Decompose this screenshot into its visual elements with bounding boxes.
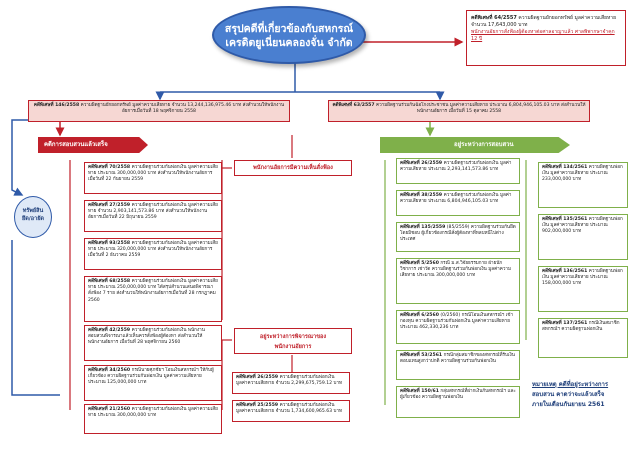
case-text: ความผิดฐานยักยอกทรัพย์ มูลค่าความเสียหาย… — [471, 15, 617, 28]
section-label: คดีการสอบสวนแล้วเสร็จ — [44, 141, 108, 148]
case-id: คดีพิเศษที่ 27/2559 — [88, 203, 131, 208]
case-text: ความผิดฐานร่วมกันฟอกเงิน มูลค่าความเสียห… — [400, 193, 512, 205]
case-banner-63-2557: คดีพิเศษที่ 63/2557 ความผิดฐานร่วมกันฉ้อ… — [328, 100, 590, 122]
case-id: คดีพิเศษที่ 53/2561 — [400, 353, 443, 358]
case-box: คดีพิเศษที่ 5/2560 กรณี ม.ส.วิจัยธรรมกาย… — [396, 258, 520, 304]
case-id: คดีพิเศษที่ 70/2558 — [88, 165, 131, 170]
case-box: คดีพิเศษที่ 42/2559 ความผิดฐานร่วมกันฟอก… — [84, 325, 222, 361]
case-box: คดีพิเศษที่ 68/2558 ความผิดฐานร่วมกันฟอก… — [84, 276, 222, 322]
label-line-1: อยู่ระหว่างการพิจารณาของ — [259, 334, 327, 340]
prosecutor-indict-label: พนักงานอัยการมีความเห็นสั่งฟ้อง — [234, 160, 352, 176]
case-box: คดีพิเศษที่ 21/2560 ความผิดฐานร่วมกันฟอก… — [84, 404, 222, 434]
case-text: ความผิดฐานร่วมกันฟอกเงิน มูลค่าความเสียห… — [88, 407, 218, 419]
case-text: กรณีเงินสมาชิกสหกรณ์ฯ ความผิดฐานฟอกเงิน — [542, 321, 620, 333]
title-line-1: สรุปคดีที่เกี่ยวข้องกับสหกรณ์ — [224, 23, 354, 35]
case-id: คดีพิเศษที่ 38/2559 — [400, 193, 443, 198]
case-text: ความผิดฐานร่วมกันฉ้อโกงประชาชน มูลค่าควา… — [376, 103, 586, 114]
case-text: ความผิดฐานร่วมกันฟอกเงิน มูลค่าความเสียห… — [88, 241, 218, 259]
case-text: กรณี ม.ส.วิจัยธรรมกาย ฝ่ายนักวิชาการ เช่… — [400, 261, 512, 279]
label-text: พนักงานอัยการมีความเห็นสั่งฟ้อง — [253, 165, 333, 171]
title-line-2: เครดิตยูเนี่ยนคลองจั่น จำกัด — [225, 37, 353, 49]
case-box-64-2557: คดีพิเศษที่ 64/2557 ความผิดฐานยักยอกทรัพ… — [466, 10, 626, 66]
case-id: คดีพิเศษที่ 6/2560 — [400, 313, 439, 318]
case-text: ความผิดฐานฟอกเงิน มูลค่าความเสียหาย ประม… — [542, 217, 623, 235]
note-line-2: สอบสวน คาดว่าจะแล้วเสร็จ — [532, 391, 605, 398]
case-box: คดีพิเศษที่ 53/2561 กรณีกลุ่มสมาชิกของสห… — [396, 350, 520, 380]
case-box: คดีพิเศษที่ 34/2560 กรณีนายศุภชัยฯ โอนเง… — [84, 365, 222, 401]
case-text: ความผิดฐานร่วมกันฟอกเงิน มูลค่าความเสียห… — [88, 279, 218, 303]
case-id: คดีพิเศษที่ 150/61 — [400, 389, 439, 394]
case-banner-146-2558: คดีพิเศษที่ 146/2558 ความผิดฐานยักยอกทรั… — [28, 100, 290, 122]
case-text: ความผิดฐานร่วมกันฟอกเงิน มูลค่าความเสียห… — [400, 161, 512, 173]
case-id: คดีพิเศษที่ 26/2559 — [400, 161, 443, 166]
assets-circle: ทรัพย์สิน ยึด/อายัด — [14, 196, 52, 238]
case-box: คดีพิเศษที่ 136/2561 ความผิดฐานฟอกเงิน ม… — [538, 266, 628, 312]
case-id: คดีพิเศษที่ 146/2558 — [33, 103, 80, 108]
case-id: คดีพิเศษที่ 137/2561 — [542, 321, 588, 326]
case-id: คดีพิเศษที่ 5/2560 — [400, 261, 439, 266]
case-result: พนักงานอัยการสั่งฟ้องผู้ต้องหาต่อศาลอาญา… — [471, 29, 615, 42]
case-text: ความผิดฐานร่วมกันฟอกเงิน มูลค่าความเสียห… — [88, 203, 218, 221]
case-box: คดีพิเศษที่ 38/2559 ความผิดฐานร่วมกันฟอก… — [396, 190, 520, 216]
case-id: คดีพิเศษที่ 135/2559 — [400, 225, 446, 230]
case-box: คดีพิเศษที่ 93/2558 ความผิดฐานร่วมกันฟอก… — [84, 238, 222, 270]
case-text: ความผิดฐานยักยอกทรัพย์ มูลค่าความเสียหาย… — [80, 103, 285, 114]
case-id: คดีพิเศษที่ 93/2558 — [88, 241, 131, 246]
case-text: (0/2560) กรณีโอนเงินสหกรณ์ฯ เข้ากองทุน ค… — [400, 313, 514, 331]
title-oval: สรุปคดีที่เกี่ยวข้องกับสหกรณ์ เครดิตยูเน… — [212, 6, 366, 64]
case-box: คดีพิเศษที่ 150/61 กลุ่มสหกรณ์ที่ฝากเงิน… — [396, 386, 520, 418]
case-text: ความผิดฐานฟอกเงิน มูลค่าความเสียหาย ประม… — [542, 165, 623, 183]
case-box: คดีพิเศษที่ 26/2559 ความผิดฐานร่วมกันฟอก… — [232, 372, 350, 394]
case-box: คดีพิเศษที่ 6/2560 (0/2560) กรณีโอนเงินส… — [396, 310, 520, 344]
case-id: คดีพิเศษที่ 134/2561 — [542, 165, 588, 170]
case-text: (85/2559) ความผิดฐานร่วมกันยึดโดยมิชอบ ผ… — [400, 225, 516, 243]
case-text: ความผิดฐานฟอกเงิน มูลค่าความเสียหาย ประม… — [542, 269, 623, 287]
case-box: คดีพิเศษที่ 27/2559 ความผิดฐานร่วมกันฟอก… — [84, 200, 222, 232]
note: หมายเหตุ คดีที่อยู่ระหว่างการ สอบสวน คาด… — [532, 380, 636, 424]
case-box: คดีพิเศษที่ 70/2558 ความผิดฐานร่วมกันฟอก… — [84, 162, 222, 194]
note-line-1: หมายเหตุ คดีที่อยู่ระหว่างการ — [532, 381, 609, 388]
section-completed: คดีการสอบสวนแล้วเสร็จ — [38, 137, 148, 153]
case-id: คดีพิเศษที่ 26/2559 — [236, 375, 279, 380]
section-in-progress: อยู่ระหว่างการสอบสวน — [380, 137, 570, 153]
circle-line-2: ยึด/อายัด — [22, 216, 44, 222]
case-id: คดีพิเศษที่ 34/2560 — [88, 368, 131, 373]
case-text: ความผิดฐานร่วมกันฟอกเงิน มูลค่าความเสียห… — [88, 165, 218, 183]
case-id: คดีพิเศษที่ 42/2559 — [88, 328, 131, 333]
case-id: คดีพิเศษที่ 25/2559 — [236, 403, 279, 408]
note-line-3: ภายในเดือนกันยายน 2561 — [532, 401, 605, 408]
prosecutor-review-label: อยู่ระหว่างการพิจารณาของ พนักงานอัยการ — [234, 328, 352, 354]
case-text: ความผิดฐานร่วมกันฟอกเงิน พนักงานสอบสวนพิ… — [88, 328, 205, 346]
label-line-2: พนักงานอัยการ — [274, 344, 312, 350]
circle-line-1: ทรัพย์สิน — [22, 208, 44, 214]
case-id: คดีพิเศษที่ 64/2557 — [471, 15, 517, 21]
case-text: กลุ่มสหกรณ์ที่ฝากเงินกับสหกรณ์ฯ และผู้เก… — [400, 389, 516, 401]
case-box: คดีพิเศษที่ 134/2561 ความผิดฐานฟอกเงิน ม… — [538, 162, 628, 208]
case-id: คดีพิเศษที่ 21/2560 — [88, 407, 131, 412]
case-box: คดีพิเศษที่ 137/2561 กรณีเงินสมาชิกสหกรณ… — [538, 318, 628, 358]
case-box: คดีพิเศษที่ 135/2561 ความผิดฐานฟอกเงิน ม… — [538, 214, 628, 260]
case-id: คดีพิเศษที่ 68/2558 — [88, 279, 131, 284]
case-box: คดีพิเศษที่ 26/2559 ความผิดฐานร่วมกันฟอก… — [396, 158, 520, 184]
section-label: อยู่ระหว่างการสอบสวน — [454, 141, 514, 148]
case-text: กรณีนายศุภชัยฯ โอนเงินสหกรณ์ฯ ให้กับผู้เ… — [88, 368, 214, 386]
case-text: กรณีกลุ่มสมาชิกของสหกรณ์ที่รับเงินตอบแทน… — [400, 353, 515, 365]
case-text: ความผิดฐานร่วมกันฟอกเงิน มูลค่าความเสียห… — [236, 403, 343, 415]
case-text: ความผิดฐานร่วมกันฟอกเงิน มูลค่าความเสียห… — [236, 375, 343, 387]
case-id: คดีพิเศษที่ 63/2557 — [332, 103, 375, 108]
case-box: คดีพิเศษที่ 25/2559 ความผิดฐานร่วมกันฟอก… — [232, 400, 350, 422]
case-id: คดีพิเศษที่ 136/2561 — [542, 269, 588, 274]
case-box: คดีพิเศษที่ 135/2559 (85/2559) ความผิดฐา… — [396, 222, 520, 252]
case-id: คดีพิเศษที่ 135/2561 — [542, 217, 588, 222]
